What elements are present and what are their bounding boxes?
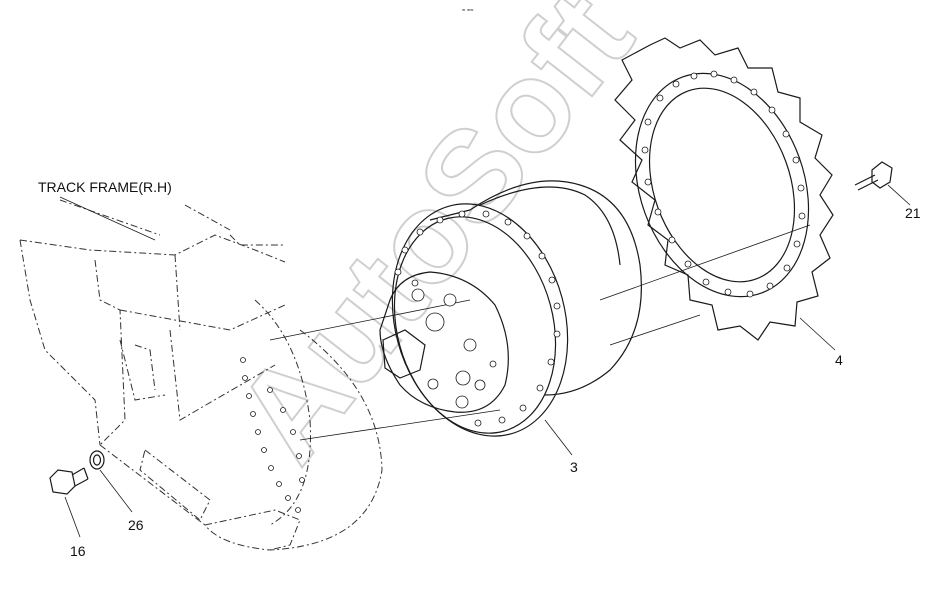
- watermark: AutoSoft: [207, 0, 660, 487]
- leader-lines: [59, 184, 911, 538]
- header-mark: ≈ ≈≈: [462, 8, 474, 14]
- callout-26: 26: [128, 517, 144, 533]
- callout-3: 3: [570, 459, 578, 475]
- frame-bolt: [49, 467, 89, 495]
- callout-16: 16: [70, 543, 86, 559]
- washer: [89, 450, 105, 470]
- alignment-lines: [269, 224, 811, 441]
- sprocket: [614, 37, 834, 341]
- face-plate-bolts: [411, 279, 497, 409]
- callout-21: 21: [905, 205, 921, 221]
- frame-bolt-holes: [240, 357, 305, 513]
- sprocket-bolt-holes: [641, 70, 806, 298]
- track-frame-label: TRACK FRAME(R.H): [38, 179, 172, 195]
- callout-4: 4: [835, 352, 843, 368]
- flange-bolt-holes: [394, 210, 561, 427]
- sprocket-bolt: [854, 161, 893, 191]
- track-frame: [19, 199, 383, 551]
- travel-motor: [379, 180, 642, 437]
